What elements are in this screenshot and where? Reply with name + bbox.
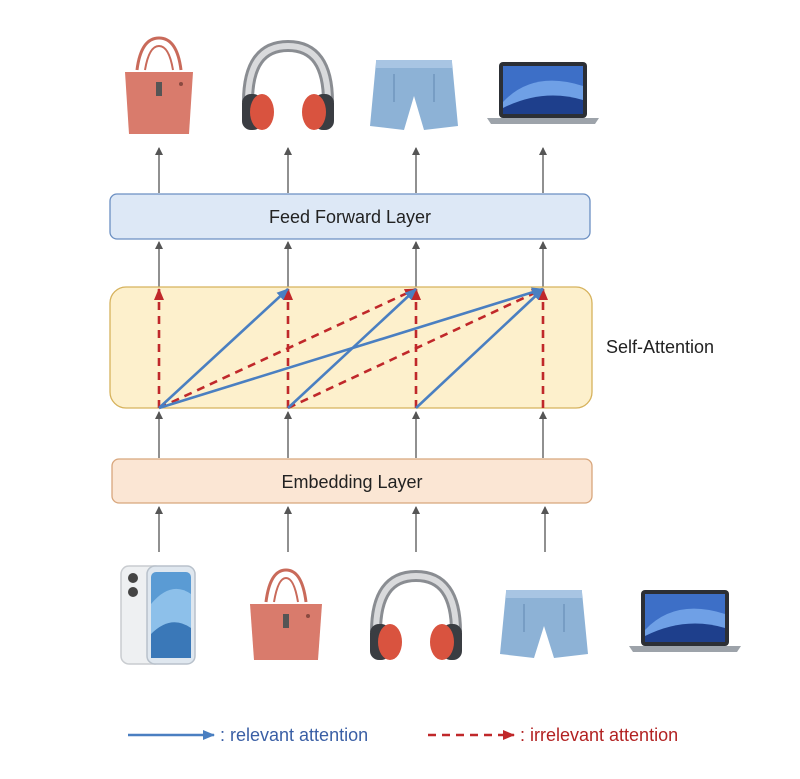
feed-forward-layer: Feed Forward Layer bbox=[109, 193, 591, 240]
output-headphones-icon bbox=[242, 39, 334, 130]
output-laptop-icon bbox=[487, 62, 599, 124]
feed-forward-label: Feed Forward Layer bbox=[269, 207, 431, 227]
input-shorts-icon bbox=[500, 590, 588, 658]
input-phone-icon bbox=[120, 565, 196, 665]
embedding-label: Embedding Layer bbox=[281, 472, 422, 492]
legend: : relevant attention : irrelevant attent… bbox=[128, 725, 678, 745]
embedding-to-attention-arrows bbox=[155, 411, 547, 458]
relevant-attention-arrows bbox=[158, 287, 544, 410]
next-item-laptop-icon bbox=[629, 590, 741, 652]
irrelevant-attention-arrows bbox=[154, 287, 548, 410]
ff-to-output-arrows bbox=[155, 147, 547, 193]
legend-relevant-label: : relevant attention bbox=[220, 725, 368, 745]
input-to-embedding-arrows bbox=[155, 506, 549, 552]
self-attention-label: Self-Attention bbox=[606, 337, 714, 357]
attention-to-ff-arrows bbox=[155, 241, 547, 287]
input-headphones-icon bbox=[370, 569, 462, 660]
embedding-layer: Embedding Layer bbox=[111, 458, 593, 504]
input-bag-icon bbox=[250, 568, 322, 660]
output-bag-icon bbox=[125, 36, 193, 134]
output-shorts-icon bbox=[370, 60, 458, 130]
legend-irrelevant-label: : irrelevant attention bbox=[520, 725, 678, 745]
